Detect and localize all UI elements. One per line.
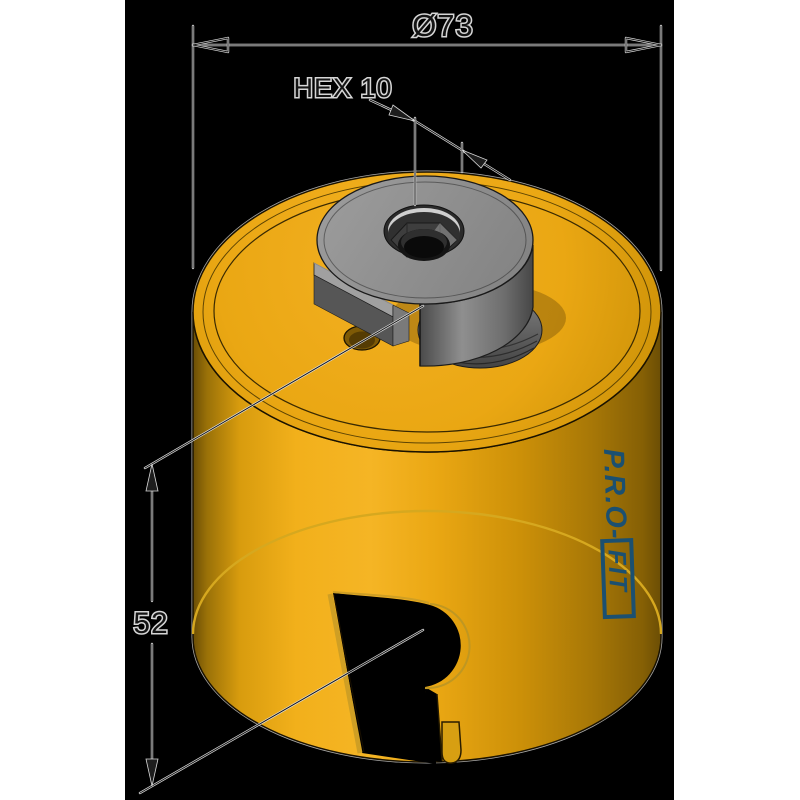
slot-right-edge (436, 693, 443, 762)
tooth (441, 721, 462, 764)
logo-pro-text: P.R.O- (597, 448, 632, 540)
height-dimension-label: 52 (133, 607, 168, 640)
diameter-dimension: Ø73 (191, 7, 663, 272)
cut-face-bump (424, 603, 471, 690)
cutout-opening (333, 593, 461, 764)
hex-arrow-left (388, 104, 416, 122)
cut-face-top (332, 591, 430, 604)
arbor-top-chamfer (323, 181, 527, 299)
brand-logo: P.R.O- FIT (597, 448, 636, 620)
pilot-bore-depth (404, 236, 444, 258)
height-arrow-top (145, 463, 159, 492)
side-cutout-notch (327, 591, 471, 764)
hex-dimension: HEX 10 (292, 72, 512, 207)
diameter-dimension-label: Ø73 (412, 8, 474, 43)
hex-arrow-right (461, 149, 488, 169)
height-arrow-bottom (145, 758, 159, 787)
cut-face-left (327, 593, 363, 754)
height-dimension: 52 (132, 304, 425, 795)
logo-fit-box (600, 538, 636, 620)
hex-dimension-label: HEX 10 (293, 73, 392, 103)
hex-facet-highlight (434, 223, 457, 248)
logo-fit-text: FIT (603, 549, 633, 594)
hex-recess (383, 204, 465, 261)
arbor-adapter (313, 175, 566, 369)
